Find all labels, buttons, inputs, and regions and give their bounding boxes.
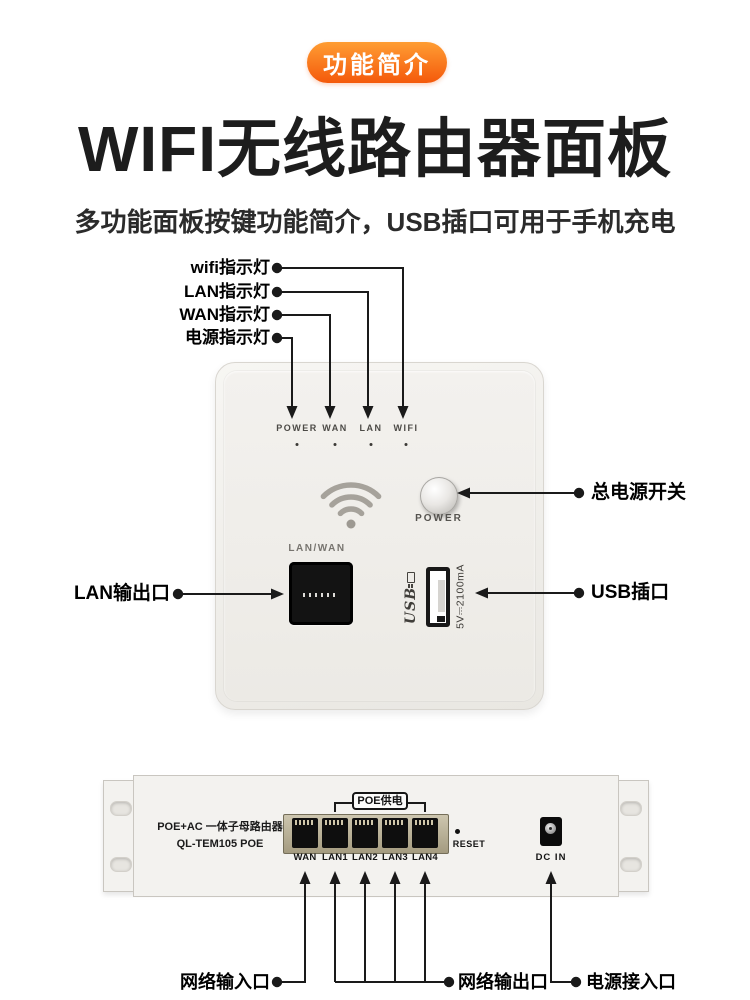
- usb-spec-text: 5V⎓2100mA: [454, 564, 467, 629]
- port-label-wan: WAN: [293, 852, 317, 863]
- label-main-power-switch: 总电源开关: [591, 482, 687, 503]
- rj45-pins: [385, 820, 405, 825]
- usb-logo-text: USB: [403, 586, 419, 625]
- rj45-port-lan4: [412, 818, 438, 848]
- page-subtitle: 多功能面板按键功能简介，USB插口可用于手机充电: [74, 207, 676, 237]
- label-power-indicator: 电源指示灯: [185, 328, 270, 347]
- rack-model-line2: QL-TEM105 POE: [176, 838, 264, 850]
- screw-hole: [110, 801, 132, 816]
- rj45-pins: [325, 820, 345, 825]
- rj45-pins: [415, 820, 435, 825]
- wifi-led-dot: [404, 443, 408, 446]
- port-label-lan4: LAN4: [411, 852, 439, 863]
- dc-in-jack: [540, 817, 562, 846]
- page-title: WIFI无线路由器面板: [77, 113, 673, 185]
- section-badge: 功能简介: [307, 42, 447, 83]
- rj45-port-wan: [292, 818, 318, 848]
- dc-in-label: DC IN: [535, 852, 567, 863]
- rack-model-line1: POE+AC 一体子母路由器: [157, 821, 283, 833]
- section-badge-label: 功能简介: [323, 52, 431, 79]
- port-label-lan2: LAN2: [351, 852, 379, 863]
- reset-pinhole: [455, 829, 460, 834]
- rj45-port-lan2: [352, 818, 378, 848]
- power-button-label: POWER: [415, 513, 463, 524]
- usb-logo: USB: [403, 568, 419, 628]
- usb-port-notch: [437, 616, 445, 622]
- label-lan-indicator: LAN指示灯: [184, 282, 270, 301]
- label-usb-socket: USB插口: [591, 582, 670, 603]
- dc-in-ring: [545, 823, 556, 834]
- usb-plug-icon: [407, 571, 415, 583]
- rack-model-text: POE+AC 一体子母路由器 QL-TEM105 POE: [150, 819, 290, 853]
- wifi-icon: [320, 482, 382, 529]
- rj45-port-lan3: [382, 818, 408, 848]
- lan-led-dot: [369, 443, 373, 446]
- port-label-lan3: LAN3: [381, 852, 409, 863]
- ethernet-port: [289, 562, 353, 625]
- label-wan-indicator: WAN指示灯: [179, 305, 270, 324]
- label-power-inlet: 电源接入口: [586, 972, 676, 992]
- power-button: [420, 477, 458, 515]
- port-label-lan1: LAN1: [321, 852, 349, 863]
- ethernet-port-pins: [303, 593, 339, 597]
- screw-hole: [110, 857, 132, 872]
- lan-wan-port-label: LAN/WAN: [288, 543, 346, 554]
- rj45-pins: [355, 820, 375, 825]
- label-network-output: 网络输出口: [458, 972, 548, 992]
- led-label-power: POWER: [276, 423, 318, 433]
- led-label-lan: LAN: [359, 423, 383, 433]
- dc-in-pin: [549, 827, 552, 830]
- screw-hole: [620, 801, 642, 816]
- wan-led-dot: [333, 443, 337, 446]
- label-lan-output: LAN输出口: [73, 583, 170, 604]
- poe-power-badge: POE供电: [352, 792, 408, 810]
- wall-panel: POWER WAN LAN WIFI POWER LAN/WAN USB: [215, 362, 544, 710]
- label-wifi-indicator: wifi指示灯: [190, 258, 270, 277]
- usb-port-tongue: [438, 580, 445, 612]
- rj45-pins: [295, 820, 315, 825]
- led-label-wifi: WIFI: [393, 423, 419, 433]
- screw-hole: [620, 857, 642, 872]
- reset-label: RESET: [452, 839, 486, 849]
- label-network-input: 网络输入口: [180, 972, 270, 992]
- power-led-dot: [295, 443, 299, 446]
- led-label-wan: WAN: [322, 423, 348, 433]
- usb-port: [426, 567, 450, 627]
- wall-panel-face: [224, 371, 535, 701]
- rj45-port-lan1: [322, 818, 348, 848]
